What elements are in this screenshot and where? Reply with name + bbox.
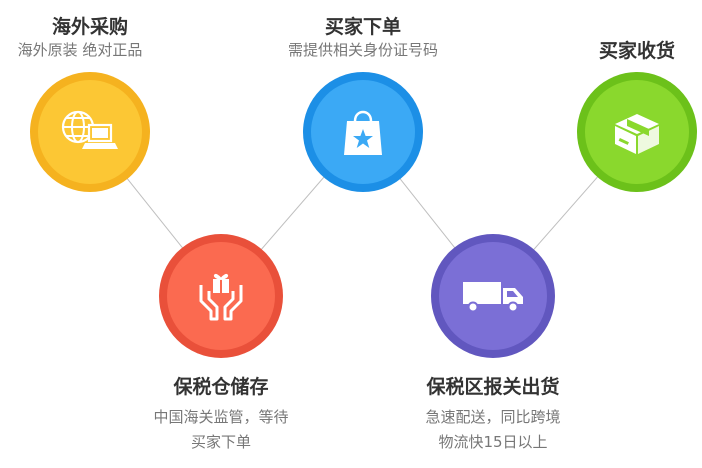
step-title: 保税区报关出货	[426, 376, 560, 398]
shopping-bag-star-icon	[341, 107, 385, 157]
step-circle	[30, 72, 150, 192]
step-description: 海外原装 绝对正品	[17, 41, 143, 59]
delivery-truck-icon	[461, 278, 525, 314]
step-title: 买家收货	[598, 40, 675, 62]
hands-gift-icon	[197, 271, 245, 321]
step-circle	[431, 234, 555, 358]
step-description: 中国海关监管，等待	[153, 408, 289, 426]
step-description: 买家下单	[190, 433, 251, 451]
step-title: 海外采购	[51, 16, 128, 38]
step-description: 急速配送，同比跨境	[425, 408, 561, 426]
package-box-icon	[611, 108, 663, 156]
step-circle	[577, 72, 697, 192]
step-circle	[303, 72, 423, 192]
globe-laptop-icon	[60, 109, 120, 155]
step-title: 买家下单	[324, 16, 401, 38]
step-title: 保税仓储存	[173, 376, 269, 398]
step-description: 需提供相关身份证号码	[287, 41, 438, 59]
step-circle	[159, 234, 283, 358]
step-description: 物流快15日以上	[438, 433, 548, 451]
